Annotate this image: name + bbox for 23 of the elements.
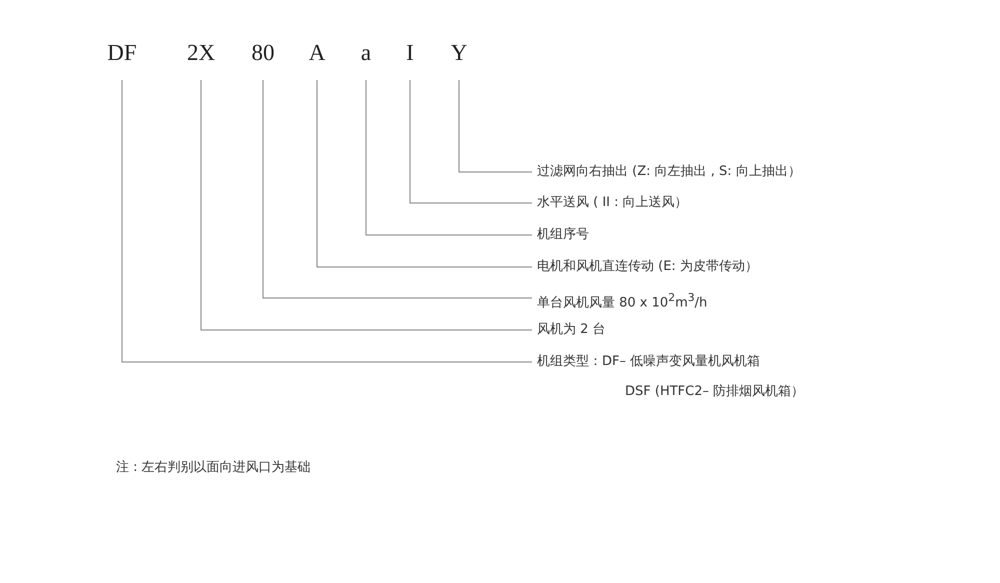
code-letter: I xyxy=(406,40,414,66)
note-text: 注 : 左右判别以面向进风口为基础 xyxy=(116,459,311,476)
description-text: 过滤网向右抽出 (Z: 向左抽出 , S: 向上抽出） xyxy=(537,164,801,180)
leader-line xyxy=(316,80,532,268)
code-letter: a xyxy=(360,40,372,66)
leader-line xyxy=(458,80,532,172)
code-letter: 2X xyxy=(186,40,216,66)
leader-line xyxy=(410,80,532,204)
code-letter: A xyxy=(308,40,326,66)
description-text: 水平送风 ( II : 向上送风） xyxy=(537,195,688,211)
code-letter: Y xyxy=(450,40,468,66)
leader-line xyxy=(122,80,532,362)
leader-line xyxy=(262,80,532,298)
code-letter: DF xyxy=(107,40,137,66)
leader-line xyxy=(366,80,532,236)
description-text: 电机和风机直连传动 (E: 为皮带传动） xyxy=(537,259,758,275)
code-letter: 80 xyxy=(252,40,274,66)
leader-line xyxy=(200,80,532,330)
description-text: DSF (HTFC2– 防排烟风机箱） xyxy=(625,384,804,400)
description-text: 机组序号 xyxy=(537,227,589,243)
description-text: 风机为 2 台 xyxy=(537,322,606,338)
description-text: 单台风机风量 80 x 10$^{2}$m$^{3}$/h xyxy=(537,290,708,312)
description-text: 机组类型：DF– 低噪声变风量机风机箱 xyxy=(537,354,762,370)
